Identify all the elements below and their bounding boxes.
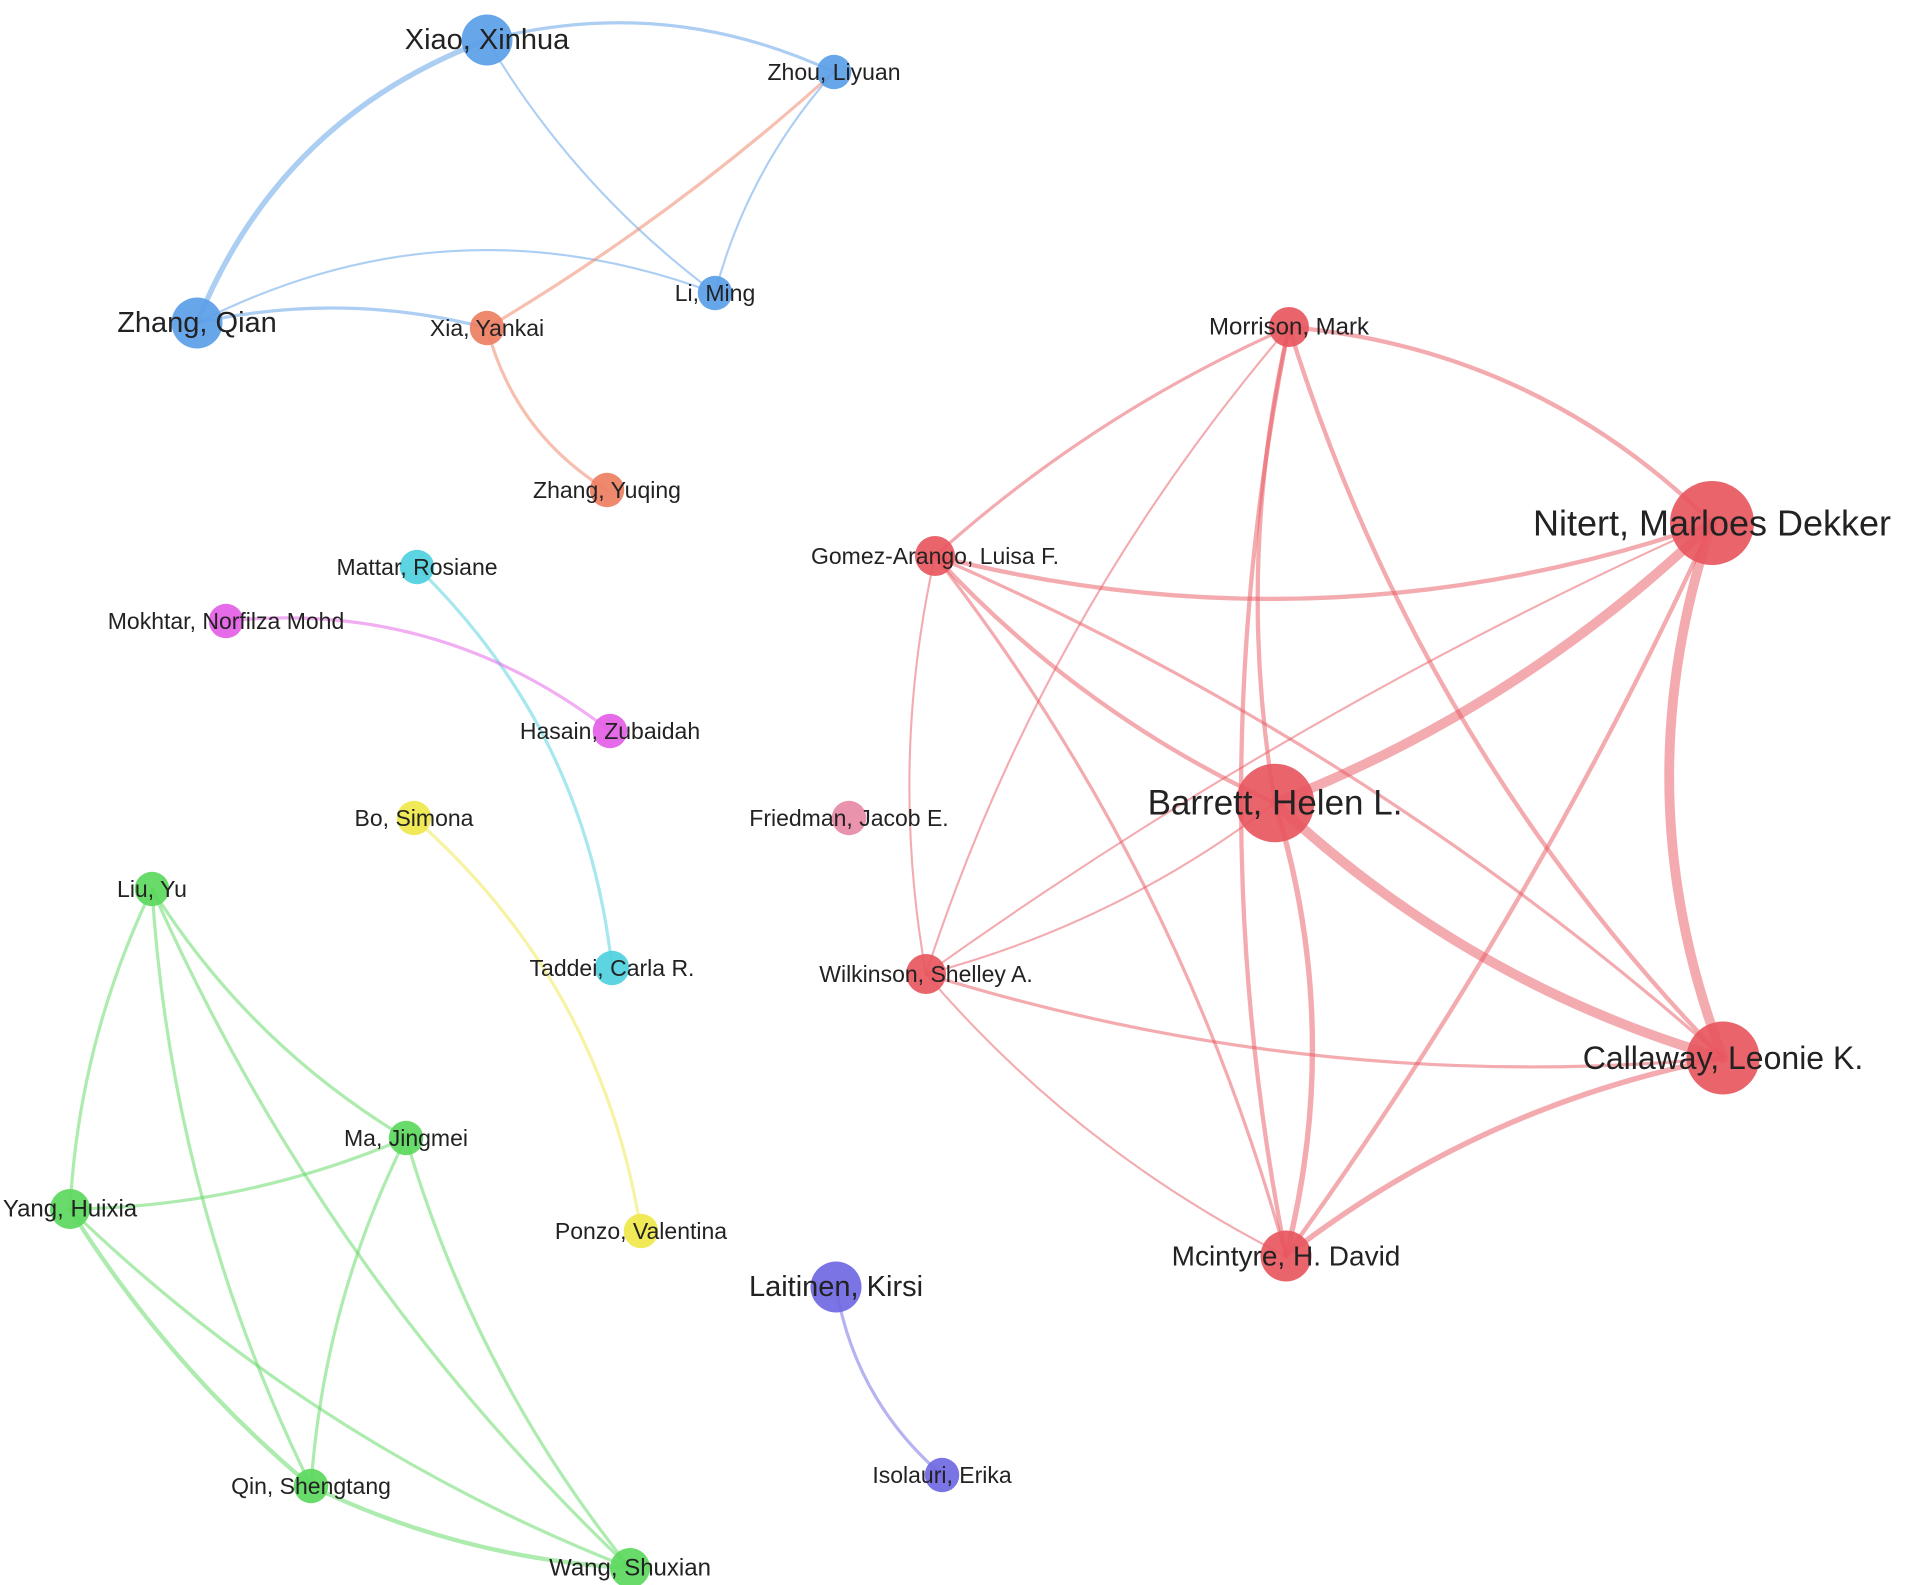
link-yang_huixia-qin_shengtang — [67, 1206, 314, 1489]
node-label-taddei_carla: Taddei, Carla R. — [530, 955, 695, 981]
link-zhang_qian-xiao_xinhua — [194, 37, 490, 326]
node-label-nitert_marloes: Nitert, Marloes Dekker — [1533, 503, 1891, 544]
node-label-bo_simona: Bo, Simona — [355, 805, 474, 831]
node-morrison_mark[interactable] — [1269, 307, 1309, 347]
node-bo_simona[interactable] — [396, 800, 432, 836]
link-gomez_arango-nitert_marloes — [932, 520, 1715, 602]
node-li_ming[interactable] — [697, 275, 733, 311]
node-zhou_liyuan[interactable] — [816, 54, 852, 90]
link-barrett_helen-mcintyre_david — [1272, 800, 1316, 1259]
node-label-barrett_helen: Barrett, Helen L. — [1148, 784, 1403, 823]
link-nitert_marloes-callaway_leonie — [1664, 518, 1728, 1063]
link-liu_yu-qin_shengtang — [150, 887, 313, 1488]
node-label-zhang_qian: Zhang, Qian — [117, 307, 277, 339]
node-label-callaway_leonie: Callaway, Leonie K. — [1583, 1040, 1863, 1076]
node-mokhtar_norfilza[interactable] — [208, 603, 244, 639]
link-wilkinson_shelley-callaway_leonie — [924, 972, 1725, 1069]
node-hasain_zubaidah[interactable] — [592, 713, 628, 749]
node-mattar_rosiane[interactable] — [399, 549, 435, 585]
link-yang_huixia-ma_jingmei — [68, 1136, 408, 1211]
link-qin_shengtang-wang_shuxian — [308, 1483, 633, 1571]
link-gomez_arango-barrett_helen — [932, 553, 1278, 806]
node-label-li_ming: Li, Ming — [675, 280, 756, 306]
node-label-mcintyre_david: Mcintyre, H. David — [1172, 1241, 1401, 1272]
node-label-ma_jingmei: Ma, Jingmei — [344, 1125, 468, 1151]
link-bo_simona-ponzo_valentina — [412, 816, 643, 1233]
link-xia_yankai-zhou_liyuan — [485, 70, 836, 330]
node-callaway_leonie[interactable] — [1686, 1021, 1760, 1095]
link-yang_huixia-wang_shuxian — [68, 1207, 632, 1570]
link-xiao_xinhua-li_ming — [485, 38, 717, 295]
link-liu_yu-ma_jingmei — [150, 887, 408, 1140]
node-label-xia_yankai: Xia, Yankai — [430, 315, 544, 341]
node-xia_yankai[interactable] — [469, 310, 505, 346]
link-morrison_mark-nitert_marloes — [1286, 324, 1715, 526]
node-taddei_carla[interactable] — [594, 950, 630, 986]
link-wilkinson_shelley-mcintyre_david — [924, 972, 1288, 1258]
link-laitinen_kirsi-isolauri_erika — [834, 1285, 944, 1477]
link-xia_yankai-zhang_yuqing — [485, 326, 609, 492]
node-gomez_arango[interactable] — [915, 536, 955, 576]
node-label-morrison_mark: Morrison, Mark — [1209, 314, 1370, 341]
link-wilkinson_shelley-barrett_helen — [924, 801, 1277, 976]
node-label-zhang_yuqing: Zhang, Yuqing — [533, 477, 681, 503]
link-ma_jingmei-wang_shuxian — [404, 1136, 632, 1570]
node-label-gomez_arango: Gomez-Arango, Luisa F. — [811, 543, 1059, 569]
node-label-wilkinson_shelley: Wilkinson, Shelley A. — [819, 961, 1032, 987]
node-label-friedman_jacob: Friedman, Jacob E. — [749, 805, 948, 831]
node-label-wang_shuxian: Wang, Shuxian — [549, 1555, 711, 1582]
link-wilkinson_shelley-nitert_marloes — [924, 521, 1714, 976]
link-morrison_mark-wilkinson_shelley — [924, 325, 1291, 976]
node-nitert_marloes[interactable] — [1670, 481, 1754, 565]
node-label-isolauri_erika: Isolauri, Erika — [872, 1462, 1012, 1488]
node-label-mattar_rosiane: Mattar, Rosiane — [336, 554, 497, 580]
node-label-qin_shengtang: Qin, Shengtang — [231, 1473, 391, 1499]
node-label-liu_yu: Liu, Yu — [117, 876, 187, 902]
node-mcintyre_david[interactable] — [1260, 1230, 1312, 1282]
node-isolauri_erika[interactable] — [924, 1457, 960, 1493]
node-xiao_xinhua[interactable] — [461, 14, 513, 66]
link-xiao_xinhua-zhou_liyuan — [485, 21, 836, 74]
node-label-laitinen_kirsi: Laitinen, Kirsi — [749, 1271, 923, 1303]
node-label-hasain_zubaidah: Hasain, Zubaidah — [520, 718, 700, 744]
node-ponzo_valentina[interactable] — [623, 1213, 659, 1249]
link-gomez_arango-wilkinson_shelley — [908, 554, 937, 976]
link-nitert_marloes-mcintyre_david — [1283, 520, 1715, 1259]
link-zhang_qian-li_ming — [195, 249, 717, 325]
link-morrison_mark-callaway_leonie — [1286, 324, 1726, 1061]
link-ma_jingmei-qin_shengtang — [309, 1136, 408, 1488]
node-zhang_yuqing[interactable] — [589, 472, 625, 508]
node-label-xiao_xinhua: Xiao, Xinhua — [405, 24, 570, 56]
node-label-ponzo_valentina: Ponzo, Valentina — [555, 1218, 727, 1244]
link-liu_yu-yang_huixia — [68, 887, 154, 1211]
link-gomez_arango-callaway_leonie — [933, 554, 1725, 1060]
link-mattar_rosiane-taddei_carla — [415, 565, 614, 970]
node-wang_shuxian[interactable] — [610, 1548, 650, 1585]
nodes-layer — [50, 14, 1760, 1585]
links-layer — [67, 21, 1728, 1571]
link-mokhtar_norfilza-hasain_zubaidah — [224, 616, 612, 733]
node-label-mokhtar_norfilza: Mokhtar, Norfilza Mohd — [108, 608, 344, 634]
link-gomez_arango-mcintyre_david — [933, 554, 1288, 1258]
node-laitinen_kirsi[interactable] — [810, 1261, 862, 1313]
node-qin_shengtang[interactable] — [293, 1468, 329, 1504]
link-morrison_mark-gomez_arango — [933, 325, 1291, 558]
node-wilkinson_shelley[interactable] — [906, 954, 946, 994]
link-zhang_qian-xia_yankai — [195, 306, 489, 330]
node-zhang_qian[interactable] — [171, 297, 223, 349]
node-friedman_jacob[interactable] — [831, 800, 867, 836]
node-label-zhou_liyuan: Zhou, Liyuan — [768, 59, 901, 85]
node-ma_jingmei[interactable] — [388, 1120, 424, 1156]
link-zhou_liyuan-li_ming — [713, 70, 836, 295]
link-morrison_mark-barrett_helen — [1255, 324, 1292, 806]
node-barrett_helen[interactable] — [1235, 763, 1315, 843]
node-liu_yu[interactable] — [134, 871, 170, 907]
node-label-yang_huixia: Yang, Huixia — [3, 1196, 138, 1223]
link-nitert_marloes-barrett_helen — [1270, 518, 1717, 808]
node-yang_huixia[interactable] — [50, 1189, 90, 1229]
link-callaway_leonie-mcintyre_david — [1283, 1055, 1726, 1259]
